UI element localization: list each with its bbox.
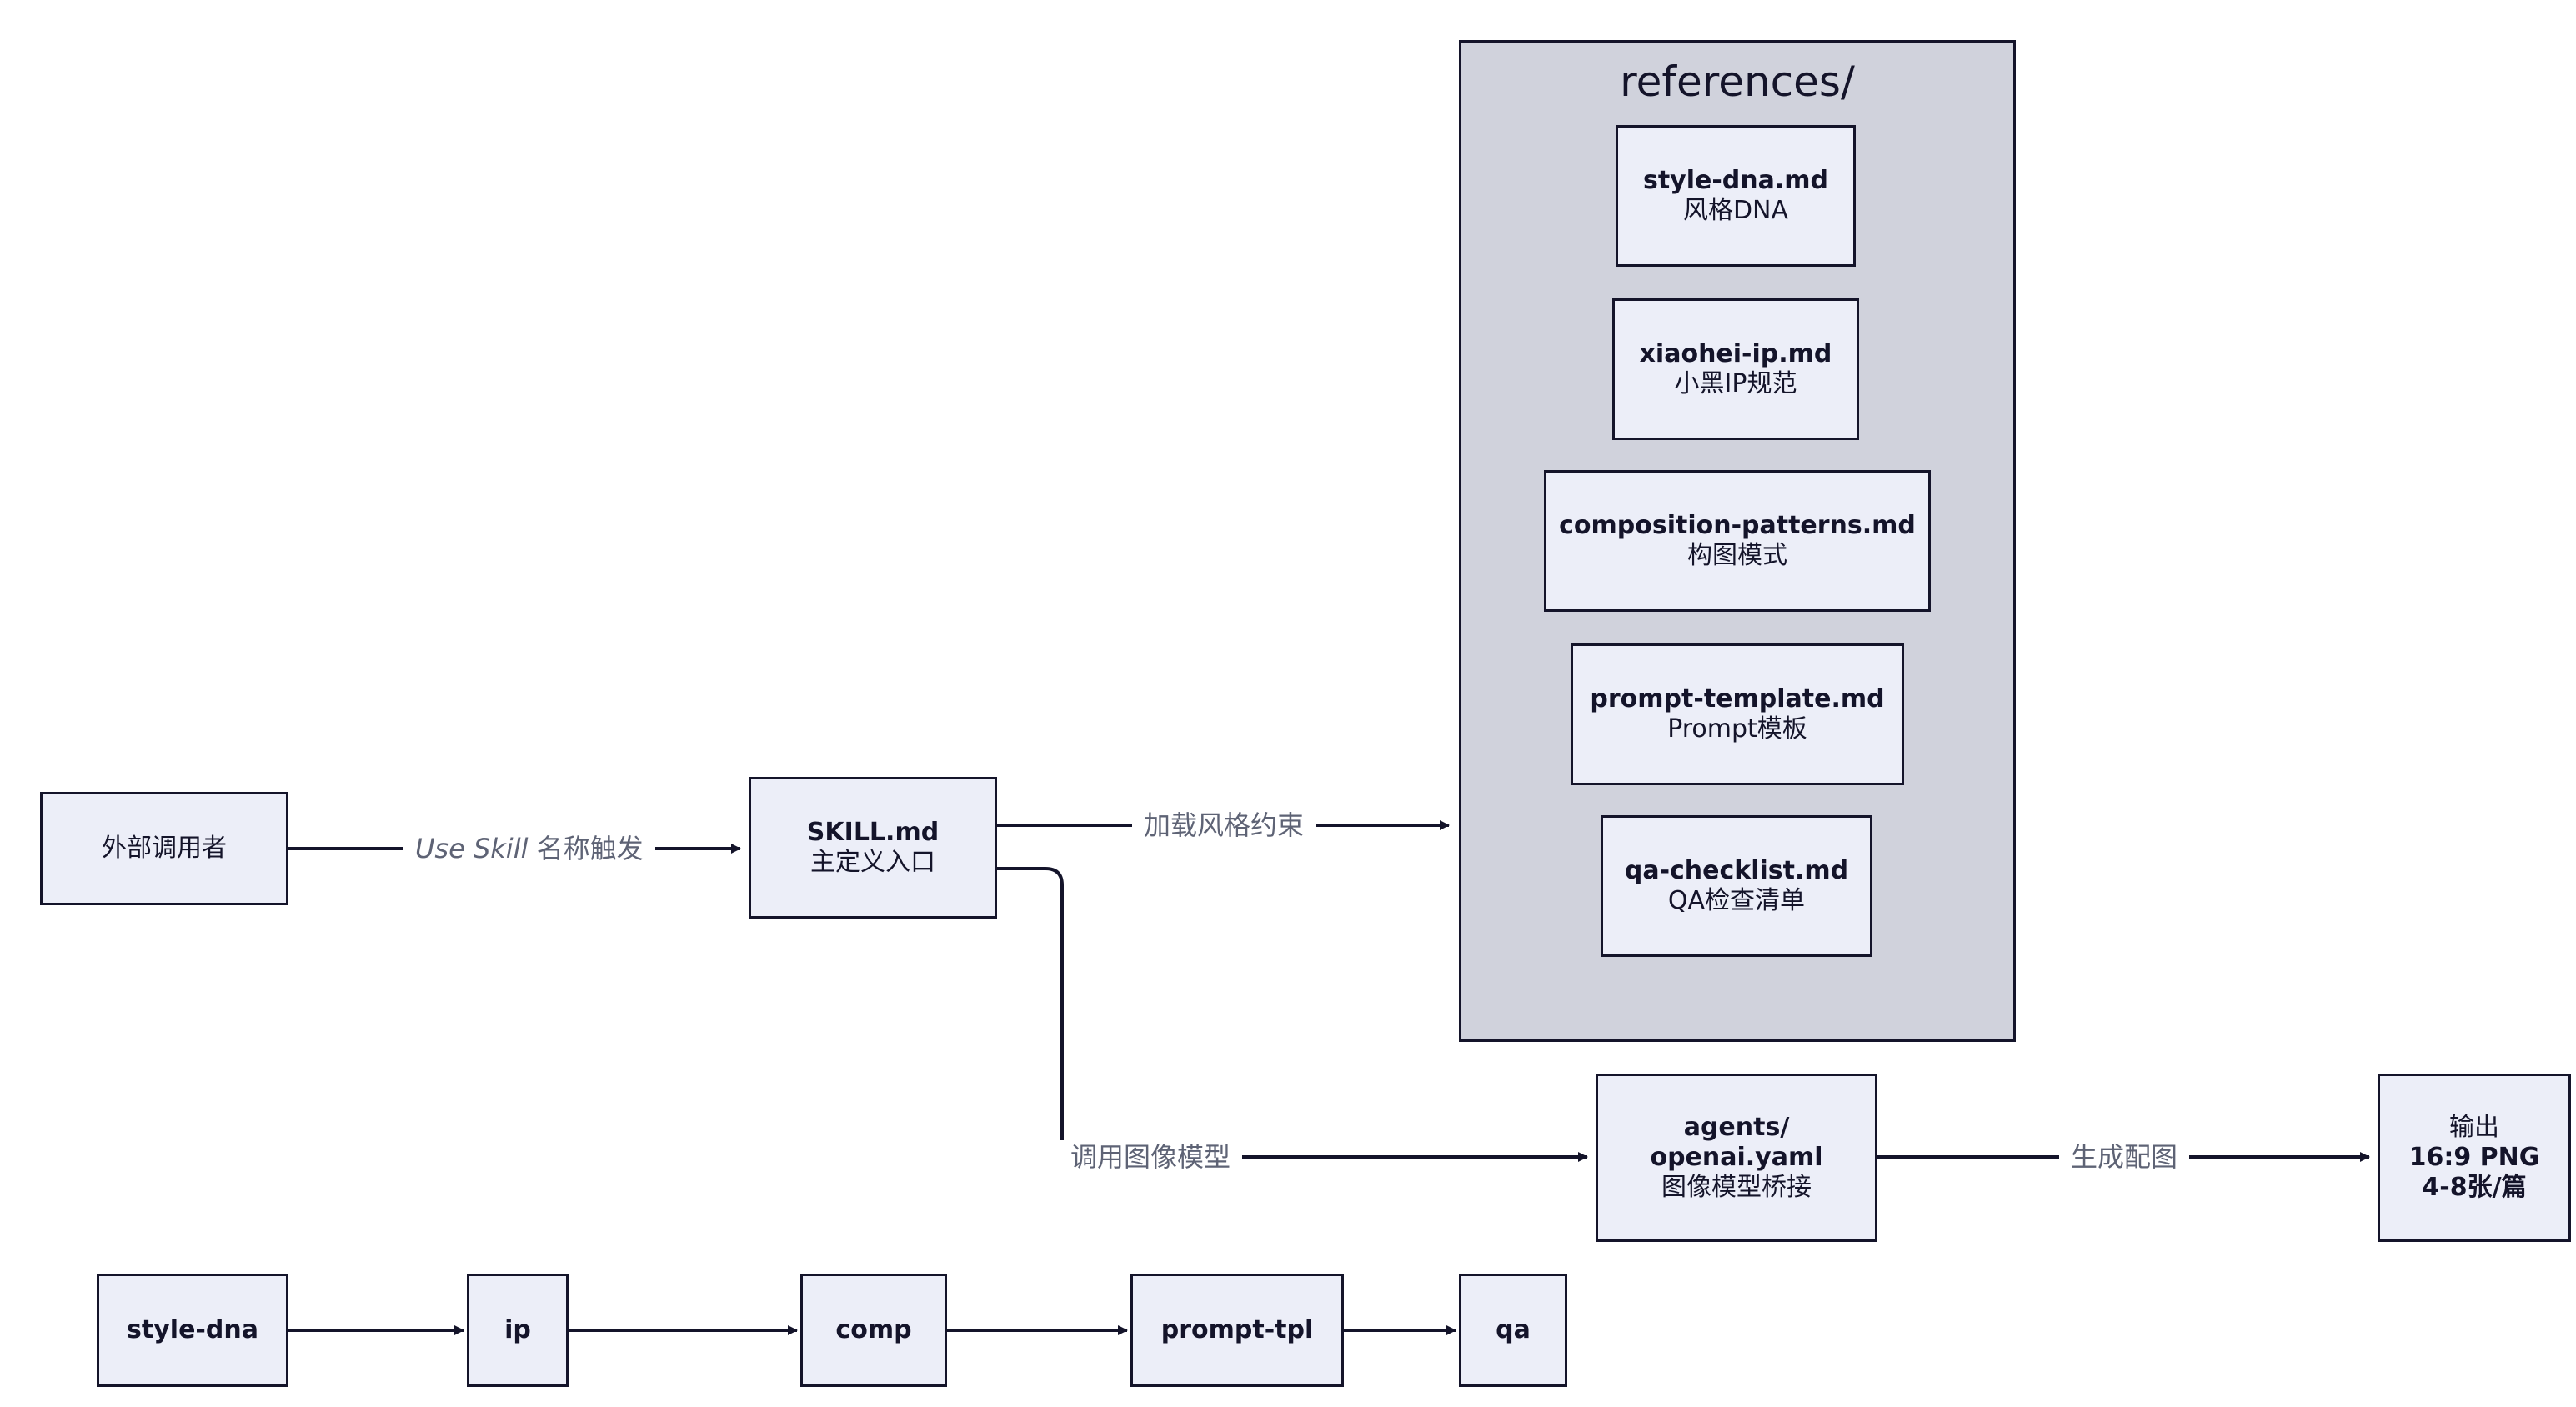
node-xiaohei-ip-md-filename: xiaohei-ip.md (1639, 339, 1832, 368)
node-composition-patterns-md-desc: 构图模式 (1687, 541, 1787, 570)
edge-label-use-skill-italic: Use Skill (415, 833, 529, 864)
node-composition-patterns-md[interactable]: composition-patterns.md 构图模式 (1544, 470, 1931, 612)
node-flow-comp-label: comp (835, 1315, 912, 1344)
node-flow-ip-label: ip (504, 1315, 531, 1344)
node-output-count: 4-8张/篇 (2422, 1173, 2527, 1202)
edge-label-generate-text: 生成配图 (2071, 1141, 2178, 1173)
edge-label-use-skill: Use Skill 名称触发 (403, 832, 655, 865)
edge-label-load-style-text: 加载风格约束 (1144, 809, 1305, 841)
node-flow-prompt-tpl-label: prompt-tpl (1160, 1315, 1314, 1344)
node-agents-desc: 图像模型桥接 (1661, 1173, 1812, 1202)
node-style-dna-md[interactable]: style-dna.md 风格DNA (1616, 125, 1856, 267)
node-output-format: 16:9 PNG (2408, 1143, 2540, 1172)
node-flow-qa-label: qa (1496, 1315, 1531, 1344)
node-skill-md-desc: 主定义入口 (810, 848, 935, 877)
node-style-dna-md-filename: style-dna.md (1642, 166, 1829, 195)
node-prompt-template-md[interactable]: prompt-template.md Prompt模板 (1571, 643, 1904, 785)
node-qa-checklist-md-filename: qa-checklist.md (1624, 856, 1849, 885)
node-prompt-template-md-desc: Prompt模板 (1667, 714, 1807, 744)
node-flow-style-dna[interactable]: style-dna (97, 1274, 288, 1387)
node-output-title: 输出 (2449, 1113, 2499, 1142)
references-cluster-title: references/ (1620, 58, 1855, 106)
node-skill-md[interactable]: SKILL.md 主定义入口 (749, 777, 997, 919)
node-flow-ip[interactable]: ip (467, 1274, 569, 1387)
node-agents-filename: openai.yaml (1650, 1143, 1823, 1172)
node-flow-qa[interactable]: qa (1459, 1274, 1567, 1387)
node-external-caller[interactable]: 外部调用者 (40, 792, 288, 905)
node-agents-dir: agents/ (1683, 1113, 1790, 1142)
edge-skill-to-agents (995, 867, 1588, 1162)
node-flow-prompt-tpl[interactable]: prompt-tpl (1130, 1274, 1344, 1387)
node-agents-openai-yaml[interactable]: agents/ openai.yaml 图像模型桥接 (1596, 1074, 1877, 1242)
node-qa-checklist-md[interactable]: qa-checklist.md QA检查清单 (1601, 815, 1872, 957)
node-style-dna-md-desc: 风格DNA (1682, 196, 1789, 225)
node-flow-style-dna-label: style-dna (127, 1315, 258, 1344)
node-composition-patterns-md-filename: composition-patterns.md (1559, 511, 1916, 540)
edge-label-generate: 生成配图 (2059, 1140, 2190, 1174)
node-output[interactable]: 输出 16:9 PNG 4-8张/篇 (2378, 1074, 2571, 1242)
node-qa-checklist-md-desc: QA检查清单 (1667, 886, 1806, 915)
node-external-caller-label: 外部调用者 (102, 834, 227, 863)
edge-label-call-model-text: 调用图像模型 (1070, 1141, 1231, 1173)
node-flow-comp[interactable]: comp (800, 1274, 947, 1387)
node-prompt-template-md-filename: prompt-template.md (1590, 684, 1885, 714)
edge-label-call-model: 调用图像模型 (1059, 1140, 1243, 1174)
node-skill-md-filename: SKILL.md (806, 818, 940, 847)
node-xiaohei-ip-md[interactable]: xiaohei-ip.md 小黑IP规范 (1612, 298, 1859, 440)
edge-label-load-style: 加载风格约束 (1132, 809, 1316, 842)
edge-label-use-skill-text: 名称触发 (528, 833, 644, 864)
node-xiaohei-ip-md-desc: 小黑IP规范 (1674, 369, 1797, 398)
